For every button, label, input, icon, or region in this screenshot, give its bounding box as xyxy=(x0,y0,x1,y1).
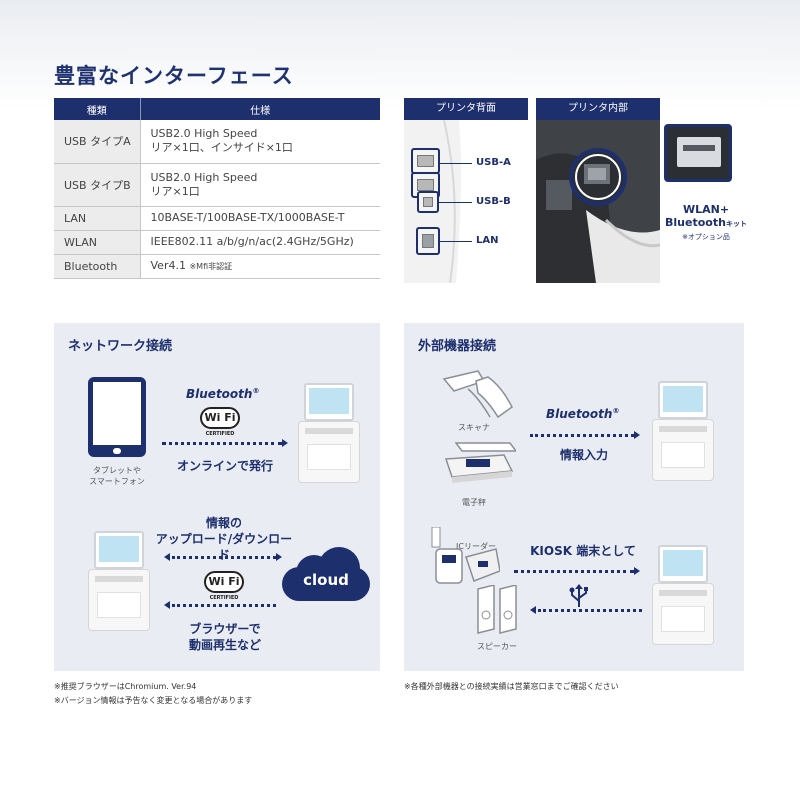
scanner-icon xyxy=(442,370,513,419)
table-row: WLAN IEEE802.11 a/b/g/n/ac(2.4GHz/5GHz) xyxy=(54,230,380,255)
lan-port-icon xyxy=(416,227,440,255)
arrow-right-icon xyxy=(276,553,282,561)
info-input-label: 情報入力 xyxy=(559,448,608,462)
browser-label: ブラウザーで 動画再生など xyxy=(188,622,261,652)
usb-a-leader-line xyxy=(440,163,472,164)
download-dotted-line xyxy=(172,604,276,607)
bluetooth-logo: Bluetooth® xyxy=(546,407,620,421)
cloud-icon: cloud xyxy=(282,545,370,601)
kiosk-dotted-line xyxy=(514,570,634,573)
updown-label: 情報の アップロード/ダウンロード xyxy=(155,516,293,562)
row-spec: 10BASE-T/100BASE-TX/1000BASE-T xyxy=(140,206,380,231)
scanner-caption: スキャナ xyxy=(458,423,490,432)
wifi-certified-label: CERTIFIED xyxy=(205,431,235,437)
column-header-spec: 仕様 xyxy=(140,98,380,120)
row-type: USB タイプB xyxy=(54,163,141,207)
printer-back-photo: USB-A USB-B LAN xyxy=(404,120,528,283)
network-panel: ネットワーク接続 タブレットや スマートフォン Bluetooth® Wi Fi… xyxy=(54,323,380,671)
printer-icon xyxy=(652,545,714,645)
tablet-icon xyxy=(88,377,146,457)
row-spec: IEEE802.11 a/b/g/n/ac(2.4GHz/5GHz) xyxy=(140,230,380,255)
printer-inside-illustration xyxy=(536,120,660,283)
usb-b-label: USB-B xyxy=(476,196,511,207)
arrow-right-icon xyxy=(634,567,640,575)
lan-leader-line xyxy=(440,241,472,242)
speaker-caption: スピーカー xyxy=(477,642,517,651)
external-footnote: ※各種外部機器との接続実績は営業窓口までご確認ください xyxy=(404,682,619,691)
upload-dotted-line xyxy=(172,556,276,559)
external-title: 外部機器接続 xyxy=(418,339,497,354)
usb-icon xyxy=(569,584,588,607)
usb-a-label: USB-A xyxy=(476,157,511,168)
cloud-label: cloud xyxy=(303,571,349,589)
network-footnotes: ※推奨ブラウザーはChromium. Ver.94 ※バージョン情報は予告なく変… xyxy=(54,682,253,705)
wifi-logo: Wi Fi xyxy=(204,571,244,593)
printer-icon xyxy=(298,383,360,483)
back-photo-label: プリンタ背面 xyxy=(404,98,528,120)
tablet-caption: タブレットや スマートフォン xyxy=(89,466,145,486)
scale-icon xyxy=(444,442,516,483)
row-type: Bluetooth xyxy=(54,254,141,279)
printer-icon xyxy=(652,381,714,481)
table-row: Bluetooth Ver4.1 ※Mfi非認証 xyxy=(54,254,380,279)
speaker-icon xyxy=(477,585,517,634)
wlan-kit-label: WLAN+ Bluetoothキット ※オプション品 xyxy=(665,203,747,241)
row-type: LAN xyxy=(54,206,141,231)
arrow-left-icon xyxy=(164,553,170,561)
arrow-right-icon xyxy=(282,439,288,447)
usb-b-leader-line xyxy=(439,202,472,203)
column-header-type: 種類 xyxy=(54,98,141,120)
speaker-dotted-line xyxy=(538,609,642,612)
wifi-certified-label: CERTIFIED xyxy=(209,595,239,601)
row-spec: Ver4.1 ※Mfi非認証 xyxy=(140,254,380,279)
wifi-logo: Wi Fi xyxy=(200,407,240,429)
kiosk-label: KIOSK 端末として xyxy=(530,544,636,558)
arrow-left-icon xyxy=(530,606,536,614)
arrow-left-icon xyxy=(164,601,170,609)
ic-reader-icon xyxy=(431,527,500,584)
inside-photo-label: プリンタ内部 xyxy=(536,98,660,120)
usb-a-port-icon xyxy=(411,148,440,174)
page-title: 豊富なインターフェース xyxy=(54,64,294,88)
bluetooth-logo: Bluetooth® xyxy=(186,387,260,401)
printer-icon xyxy=(88,531,150,631)
printer-inside-photo xyxy=(536,120,660,283)
external-bt-dotted-line xyxy=(530,434,634,437)
usb-b-port-icon xyxy=(417,191,439,213)
network-title: ネットワーク接続 xyxy=(68,339,173,354)
lan-label: LAN xyxy=(476,235,499,246)
ic-reader-caption: ICリーダー xyxy=(456,542,496,551)
wlan-module-icon xyxy=(664,124,732,182)
arrow-right-icon xyxy=(634,431,640,439)
row-type: WLAN xyxy=(54,230,141,255)
row-type: USB タイプA xyxy=(54,120,141,164)
table-row: LAN 10BASE-T/100BASE-TX/1000BASE-T xyxy=(54,206,380,231)
tablet-printer-dotted-line xyxy=(162,442,282,445)
external-panel: 外部機器接続 スキャナ 電子秤 Bluetooth® 情報入力 ICリーダー xyxy=(404,323,744,671)
scale-caption: 電子秤 xyxy=(462,498,486,507)
online-print-label: オンラインで発行 xyxy=(176,459,273,473)
